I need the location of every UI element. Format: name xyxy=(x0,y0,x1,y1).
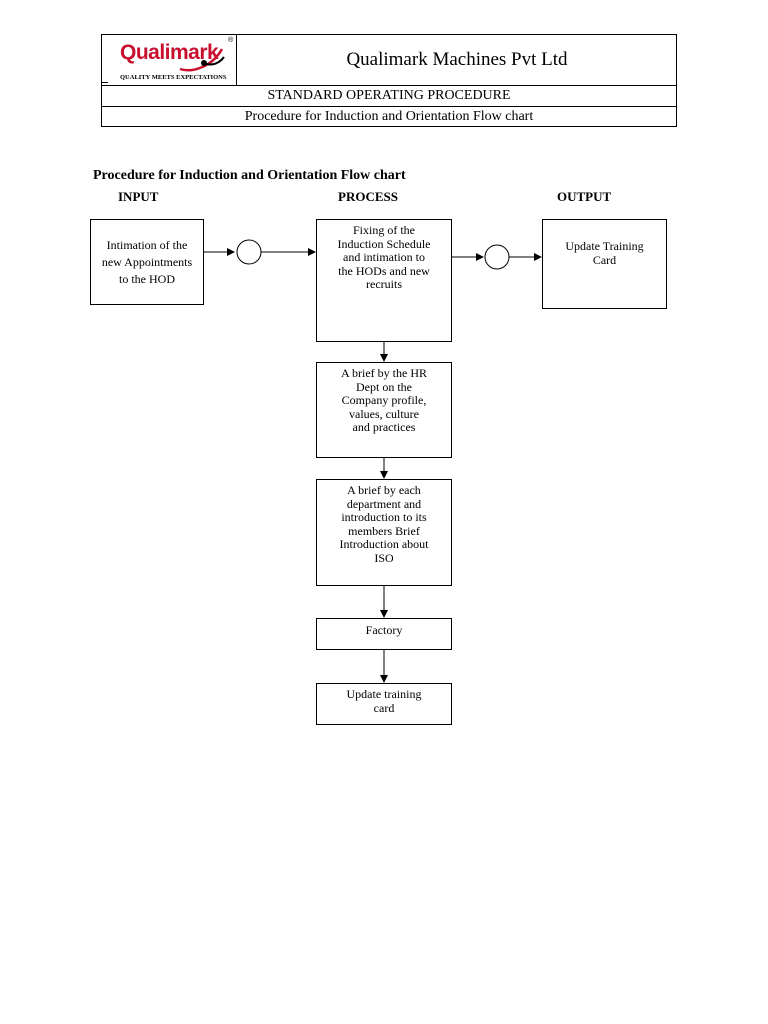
header-divider xyxy=(102,85,676,86)
logo-tagline: QUALITY MEETS EXPECTATIONS xyxy=(120,74,227,81)
procedure-title: Procedure for Induction and Orientation … xyxy=(244,109,534,124)
company-logo: Qualimark ® QUALITY MEETS EXPECTATIONS xyxy=(102,35,237,85)
output-box: Update Training Card xyxy=(542,219,667,309)
junction-circle-1 xyxy=(236,239,262,265)
process-update-card-text: Update training card xyxy=(346,687,422,715)
company-name: Qualimark Machines Pvt Ltd xyxy=(346,49,568,70)
process-hr-brief-box: A brief by the HR Dept on the Company pr… xyxy=(316,362,452,458)
input-box: Intimation of the new Appointments to th… xyxy=(90,219,204,305)
column-label-process: PROCESS xyxy=(338,189,398,204)
process-factory-text: Factory xyxy=(365,623,403,637)
output-box-text: Update Training Card xyxy=(565,239,644,267)
header-tick xyxy=(102,82,108,83)
diagram-heading: Procedure for Induction and Orientation … xyxy=(93,168,406,183)
input-box-text: Intimation of the new Appointments to th… xyxy=(101,237,193,286)
header-divider xyxy=(102,106,676,107)
document-type: STANDARD OPERATING PROCEDURE xyxy=(267,87,511,103)
process-hr-brief-text: A brief by the HR Dept on the Company pr… xyxy=(341,366,427,434)
process-update-card-box: Update training card xyxy=(316,683,452,725)
process-factory-box: Factory xyxy=(316,618,452,650)
logo-wordmark: Qualimark xyxy=(120,41,219,64)
process-dept-brief-text: A brief by each department and introduct… xyxy=(339,483,429,565)
document-header: Qualimark ® QUALITY MEETS EXPECTATIONS Q… xyxy=(101,34,677,127)
logo-swoosh-icon xyxy=(179,48,225,72)
process-fixing-text: Fixing of the Induction Schedule and int… xyxy=(337,223,431,291)
column-label-input: INPUT xyxy=(118,189,159,204)
process-fixing-box: Fixing of the Induction Schedule and int… xyxy=(316,219,452,342)
registered-mark: ® xyxy=(228,37,234,44)
column-label-output: OUTPUT xyxy=(557,189,612,204)
junction-circle-2 xyxy=(484,244,510,270)
process-dept-brief-box: A brief by each department and introduct… xyxy=(316,479,452,586)
